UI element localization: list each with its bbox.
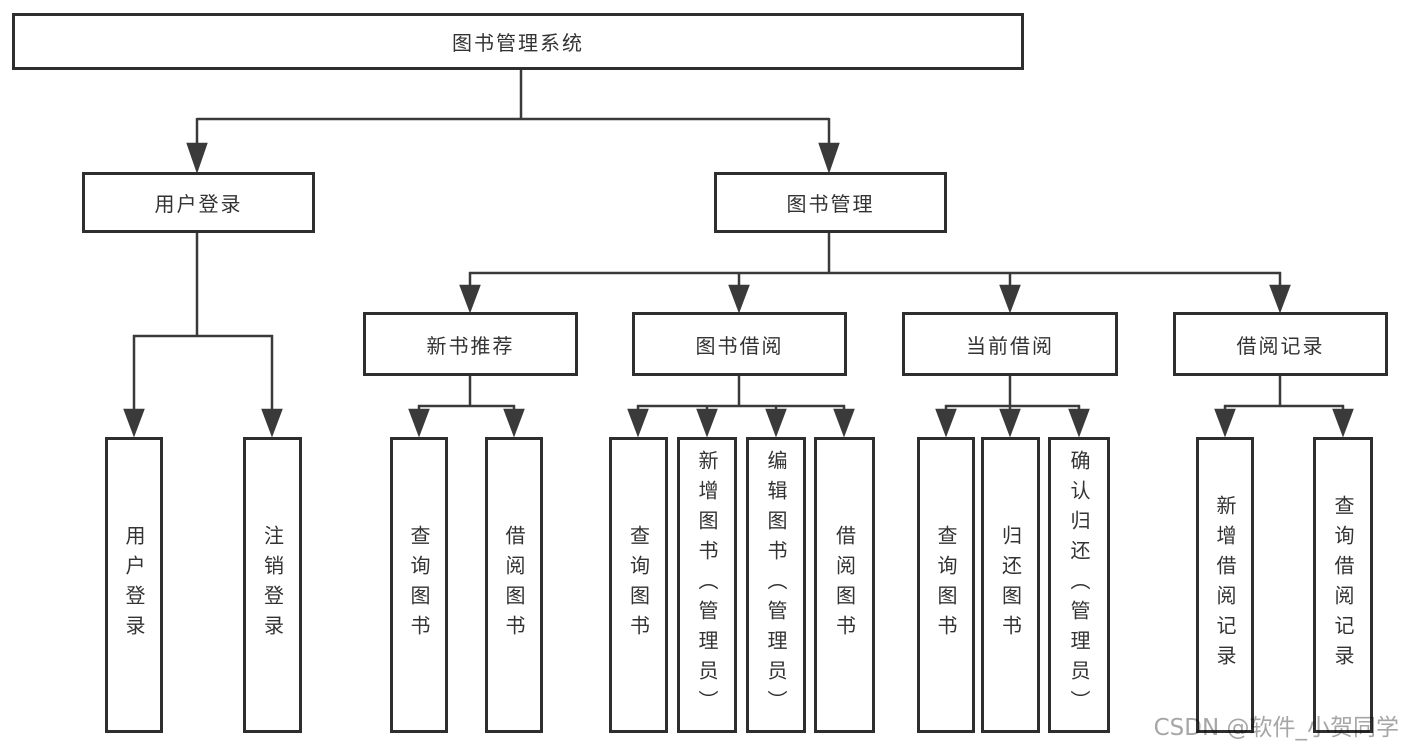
leaf-borrow-query-book: 查询图书 xyxy=(609,437,668,733)
leaf-borrow-book: 借阅图书 xyxy=(814,437,875,733)
leaf-edit-book-admin: 编辑图书（管理员） xyxy=(746,437,806,733)
leaf-add-book-admin: 新增图书（管理员） xyxy=(677,437,737,733)
node-current-borrow: 当前借阅 xyxy=(902,312,1118,376)
node-book-management-branch: 图书管理 xyxy=(714,172,947,233)
leaf-return-book: 归还图书 xyxy=(981,437,1040,733)
leaf-confirm-return-admin: 确认归还（管理员） xyxy=(1048,437,1110,733)
leaf-add-borrow-record: 新增借阅记录 xyxy=(1196,437,1254,733)
leaf-user-login: 用户登录 xyxy=(105,437,163,733)
node-borrow-record: 借阅记录 xyxy=(1173,312,1388,376)
node-book-borrow: 图书借阅 xyxy=(632,312,847,376)
csdn-watermark: CSDN @软件_小贺同学 xyxy=(1153,715,1399,741)
leaf-newbook-query-book: 查询图书 xyxy=(390,437,448,733)
leaf-newbook-borrow-book: 借阅图书 xyxy=(485,437,543,733)
leaf-current-query-book: 查询图书 xyxy=(917,437,975,733)
leaf-query-borrow-record: 查询借阅记录 xyxy=(1313,437,1373,733)
node-new-book-recommend: 新书推荐 xyxy=(363,312,578,376)
node-root-system: 图书管理系统 xyxy=(12,13,1024,70)
leaf-logout: 注销登录 xyxy=(243,437,302,733)
node-user-login-branch: 用户登录 xyxy=(82,172,315,233)
